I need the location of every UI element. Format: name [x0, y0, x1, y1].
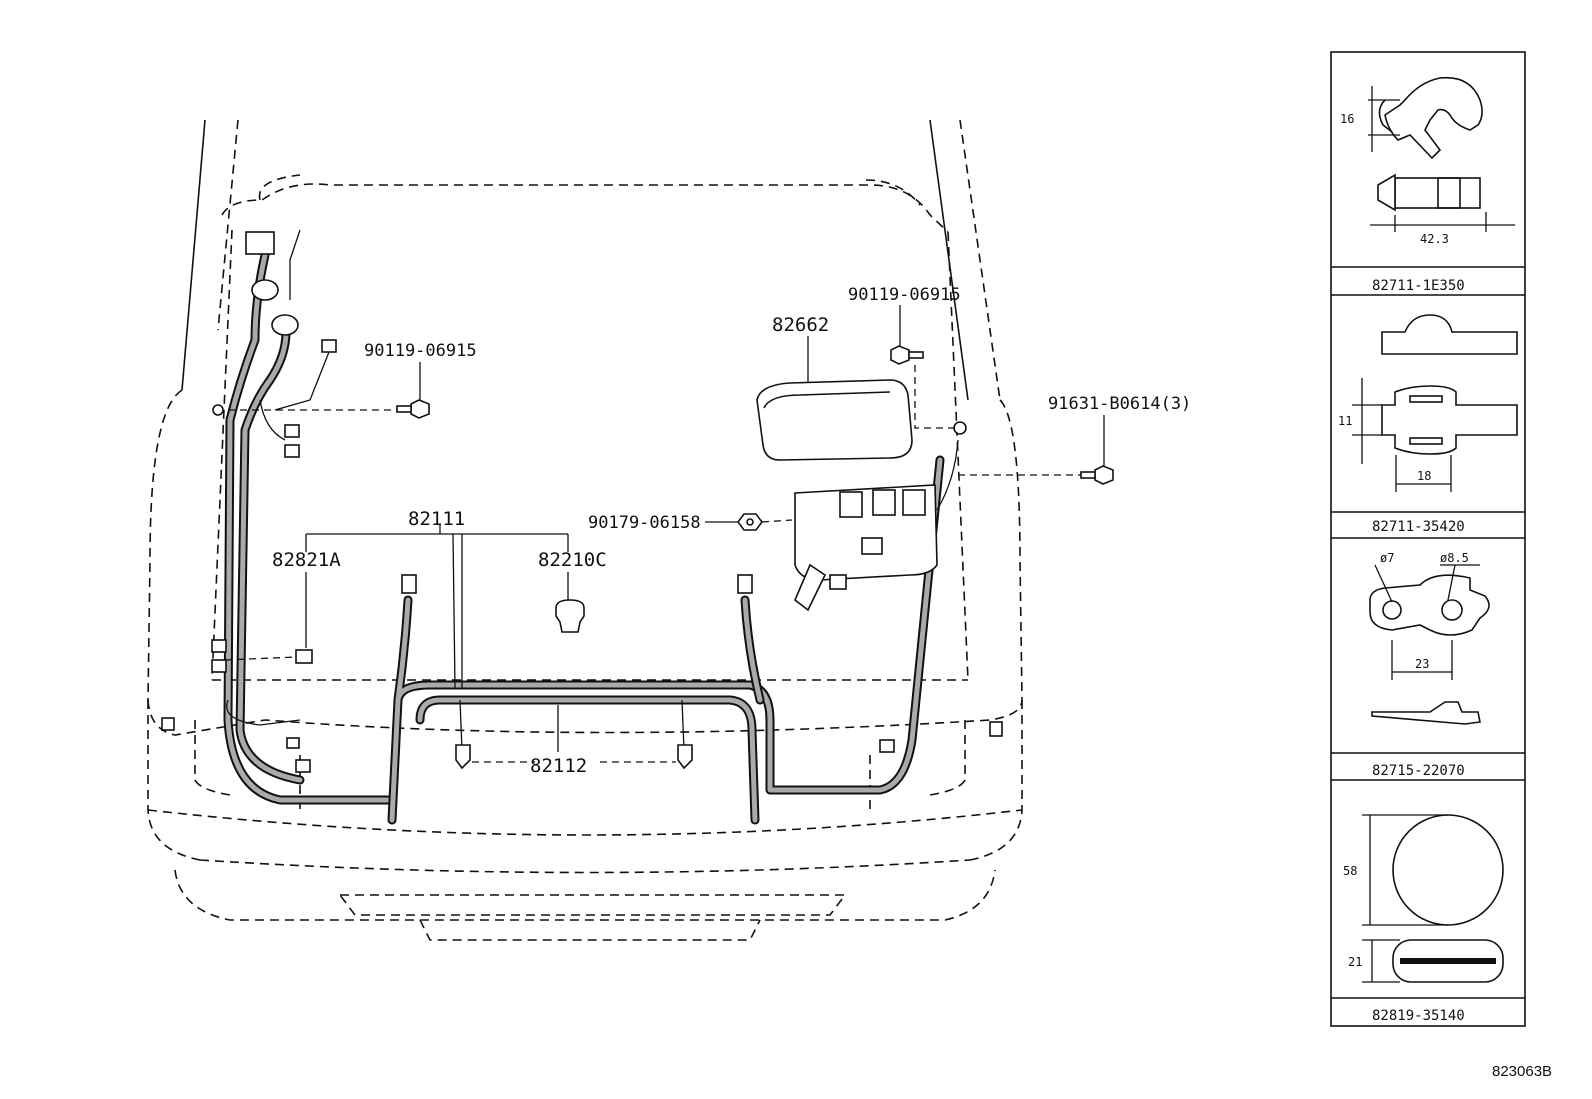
connector	[829, 574, 847, 590]
connector	[989, 721, 1003, 737]
connector	[284, 424, 300, 438]
connector	[401, 574, 417, 594]
clip-82210C	[555, 599, 585, 633]
dim-width: 42.3	[1420, 232, 1449, 246]
grommet	[271, 314, 299, 336]
grommet	[251, 279, 279, 301]
relay-box-bracket	[794, 563, 827, 612]
leader-lines	[224, 305, 1105, 763]
connector	[284, 444, 300, 458]
panel-82819-35140: 58 21 82819-35140	[1343, 814, 1504, 1024]
connector	[321, 339, 337, 353]
relay-block	[756, 379, 967, 612]
callout-labels: 82111 82821A 82210C 82112 82662 90119-06…	[272, 285, 1191, 777]
connector	[245, 231, 275, 255]
connector	[861, 537, 883, 555]
dim-height: 11	[1338, 414, 1352, 428]
relay	[902, 489, 926, 516]
ground-terminal	[953, 421, 967, 435]
clip	[677, 744, 693, 770]
mount-hole	[212, 404, 224, 416]
connector	[295, 759, 311, 773]
panel-82715-22070: ø7 ø8.5 23 82715-22070	[1369, 551, 1490, 779]
bolt-91631	[1080, 465, 1114, 485]
part-number: 82711-1E350	[1372, 278, 1465, 294]
label-82210C: 82210C	[538, 549, 607, 571]
label-91631: 91631-B0614(3)	[1048, 394, 1191, 414]
dim-height: 58	[1343, 864, 1357, 878]
side-panel: 16 42.3 82711-1E350 11 18 82711-35420	[1330, 51, 1526, 1027]
part-number: 82711-35420	[1372, 519, 1465, 535]
panel-82711-1E350: 16 42.3 82711-1E350	[1340, 76, 1515, 294]
label-90119-right: 90119-06915	[848, 285, 961, 305]
dim-width: 23	[1415, 657, 1429, 671]
bolt-90119-right	[890, 345, 924, 365]
dim-height: 16	[1340, 112, 1354, 126]
left-harness	[161, 229, 395, 805]
relay-box-cover	[756, 379, 913, 461]
label-90119-left: 90119-06915	[364, 341, 477, 361]
label-82112: 82112	[530, 755, 587, 777]
connector	[286, 737, 300, 749]
dim-hole1: ø7	[1380, 551, 1394, 565]
connector	[211, 639, 227, 653]
connector	[211, 659, 227, 673]
part-number: 82715-22070	[1372, 763, 1465, 779]
clip-82821A	[295, 649, 313, 664]
clip	[455, 744, 471, 770]
connector	[161, 717, 175, 731]
dim-thickness: 21	[1348, 955, 1362, 969]
dim-hole2: ø8.5	[1440, 551, 1469, 565]
relay	[839, 491, 863, 518]
nut-90179	[737, 513, 763, 531]
label-82111: 82111	[408, 508, 465, 530]
panel-82711-35420: 11 18 82711-35420	[1338, 314, 1518, 535]
dim-width: 18	[1417, 469, 1431, 483]
fasteners	[295, 345, 1114, 664]
connector	[737, 574, 753, 594]
connector	[879, 739, 895, 753]
label-90179: 90179-06158	[588, 513, 701, 533]
part-number: 82819-35140	[1372, 1008, 1465, 1024]
reference-code: 823063B	[1492, 1063, 1552, 1080]
bumper-harness	[387, 455, 1003, 825]
bolt-90119-left	[396, 399, 430, 419]
vehicle-outline	[147, 119, 1023, 941]
relay-box	[794, 484, 938, 581]
label-82662: 82662	[772, 314, 829, 336]
label-82821A: 82821A	[272, 549, 341, 571]
relay	[872, 489, 896, 516]
